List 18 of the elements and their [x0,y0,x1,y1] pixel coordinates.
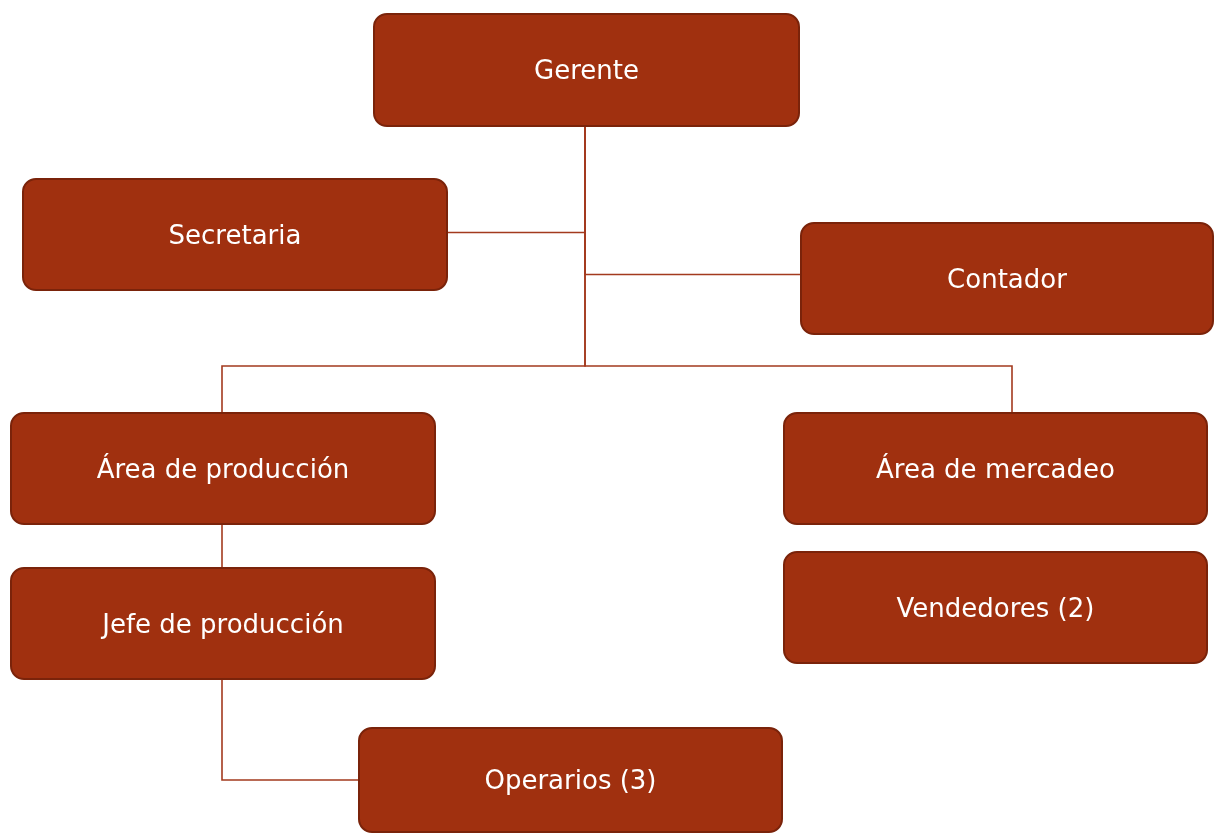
org-box [373,13,800,127]
org-box [783,551,1208,664]
node-label: Área de mercadeo [876,453,1115,484]
node-label: Jefe de producción [102,608,344,639]
node-label: Contador [947,263,1067,294]
org-box [22,178,448,291]
connector-line [221,679,359,781]
node-label: Área de producción [96,453,350,484]
connector-line [221,524,223,568]
org-box [783,412,1208,525]
org-box [10,412,436,525]
node-label: Operarios (3) [484,765,657,795]
org-box [800,222,1214,335]
org-box [358,727,783,833]
org-box [10,567,436,680]
node-label: Gerente [534,55,639,85]
node-label: Secretaria [168,219,302,250]
node-label: Vendedores (2) [896,592,1095,623]
